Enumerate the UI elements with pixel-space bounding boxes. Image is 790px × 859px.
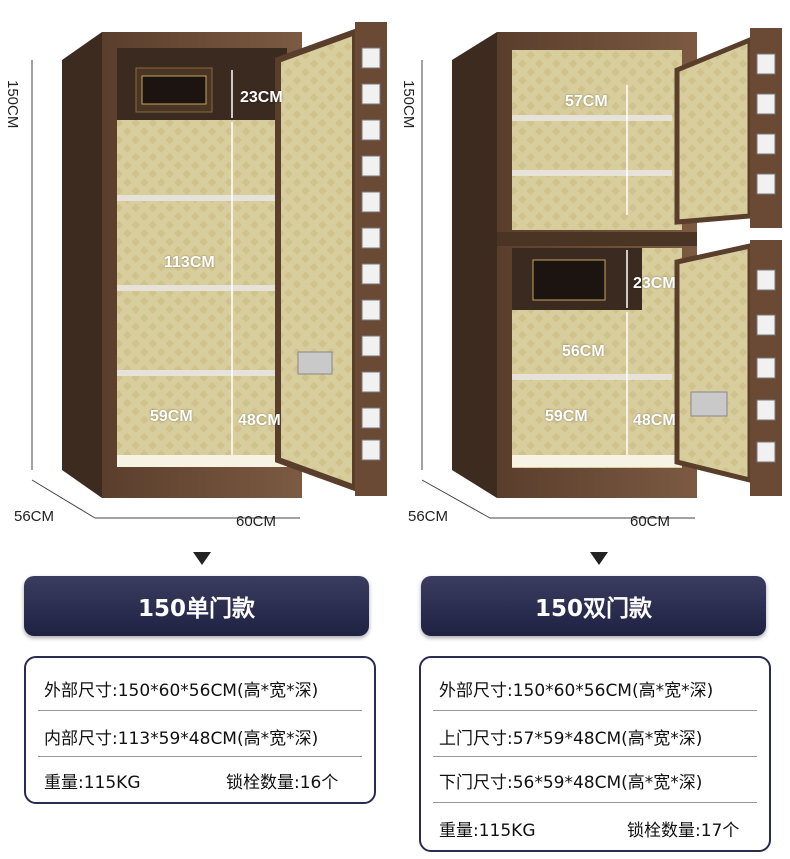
left-height-dim: 150CM: [4, 80, 21, 129]
right-inner-depth: 48CM: [633, 412, 676, 429]
right-spec-divider-1: [433, 710, 757, 711]
left-spec-bolts: 锁栓数量:16个: [226, 773, 339, 793]
right-spec-bolts: 锁栓数量:17个: [627, 821, 740, 841]
right-safe-height: 23CM: [633, 275, 676, 292]
right-width-dim: 60CM: [630, 513, 671, 530]
right-down-arrow-icon: [590, 552, 608, 565]
right-spec-weight: 重量:115KG: [439, 821, 536, 841]
left-spec-divider-2: [38, 756, 362, 757]
left-depth-dim: 56CM: [14, 508, 55, 525]
right-upper-height: 57CM: [565, 93, 608, 110]
left-down-arrow-icon: [193, 552, 211, 565]
right-spec-lower: 下门尺寸:56*59*48CM(高*宽*深): [439, 773, 703, 793]
left-spec-weight: 重量:115KG: [44, 773, 141, 793]
left-width-dim: 60CM: [236, 513, 277, 530]
left-spec-inner: 内部尺寸:113*59*48CM(高*宽*深): [44, 729, 319, 749]
right-lower-height: 56CM: [562, 343, 605, 360]
left-inner-height: 113CM: [164, 254, 215, 271]
left-safe-illustration: [0, 0, 395, 540]
right-spec-divider-2: [433, 756, 757, 757]
right-height-dim: 150CM: [400, 80, 417, 129]
left-safe-drawing: [31, 22, 387, 519]
right-safe-illustration: [395, 0, 790, 540]
right-safe-drawing: [421, 28, 782, 519]
right-depth-dim: 56CM: [408, 508, 449, 525]
right-inner-width: 59CM: [545, 408, 588, 425]
right-spec-upper: 上门尺寸:57*59*48CM(高*宽*深): [439, 729, 703, 749]
left-spec-box: 外部尺寸:150*60*56CM(高*宽*深) 内部尺寸:113*59*48CM…: [24, 656, 376, 804]
left-inner-top-height: 23CM: [240, 89, 283, 106]
left-model-title: 150单门款: [24, 576, 369, 636]
left-inner-depth: 48CM: [238, 412, 281, 429]
left-inner-width: 59CM: [150, 408, 193, 425]
right-model-title: 150双门款: [421, 576, 766, 636]
left-spec-outer: 外部尺寸:150*60*56CM(高*宽*深): [44, 681, 319, 701]
right-spec-divider-3: [433, 802, 757, 803]
left-spec-divider-1: [38, 710, 362, 711]
right-spec-box: 外部尺寸:150*60*56CM(高*宽*深) 上门尺寸:57*59*48CM(…: [419, 656, 771, 852]
right-spec-outer: 外部尺寸:150*60*56CM(高*宽*深): [439, 681, 714, 701]
